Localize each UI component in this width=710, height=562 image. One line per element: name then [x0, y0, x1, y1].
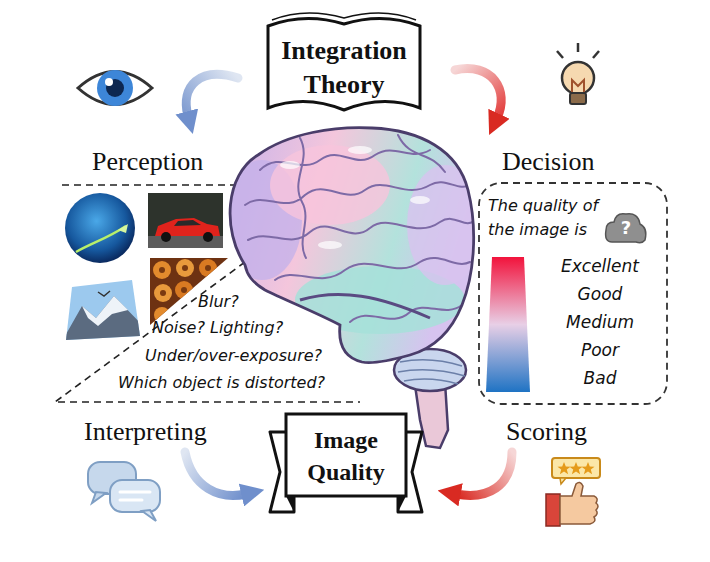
section-label: Interpreting	[84, 416, 207, 447]
scale-label: Medium	[566, 312, 634, 332]
bulb-glass	[562, 62, 594, 94]
art-part	[148, 193, 223, 248]
pastry-center	[160, 290, 166, 296]
chat-tail	[142, 510, 156, 521]
bulb-ray	[593, 51, 599, 58]
chat-tail	[92, 492, 106, 503]
brain-highlight	[348, 146, 372, 154]
pastry-center	[181, 287, 187, 293]
eye-highlight	[105, 78, 113, 86]
art-part	[222, 135, 483, 334]
curved-arrow	[186, 74, 238, 116]
bulb-filament	[572, 80, 584, 92]
pastry	[154, 284, 172, 302]
dashed-divider	[62, 184, 242, 186]
pastry-center	[182, 265, 188, 271]
chat-line	[120, 499, 142, 502]
eye-iris	[97, 70, 133, 106]
pastry	[175, 281, 193, 299]
star	[570, 462, 583, 474]
brain-highlight	[410, 196, 430, 204]
cloud-shape	[606, 214, 646, 243]
brain-highlight	[318, 241, 342, 249]
dashed-divider	[58, 401, 360, 403]
star	[558, 462, 571, 474]
bulb-base	[570, 93, 586, 104]
car-wheel	[161, 232, 171, 242]
curved-arrow	[185, 452, 246, 495]
bulb-ray	[577, 43, 580, 52]
snow	[82, 296, 128, 326]
bulb-ray	[557, 51, 563, 58]
car-image	[148, 193, 223, 248]
car-window	[174, 220, 201, 226]
ocean-image	[65, 193, 135, 263]
thumb-hand	[560, 482, 598, 524]
scale-label: Good	[578, 284, 623, 304]
banner-fold	[286, 496, 294, 512]
book-page	[272, 13, 416, 20]
question-text: Blur?	[198, 292, 239, 311]
section-label: Scoring	[506, 416, 587, 447]
banner-fold	[398, 496, 406, 512]
node-text: Integration Theory	[274, 34, 414, 102]
pastry-center	[159, 267, 165, 273]
question-text: Noise? Lighting?	[152, 318, 283, 337]
rating-box	[552, 458, 600, 478]
pastry-center	[205, 265, 211, 271]
question-text: Under/over-exposure?	[145, 346, 322, 365]
fish	[118, 224, 128, 233]
curved-arrow	[455, 69, 501, 118]
quality-scale-bar	[486, 257, 530, 392]
decision-panel-outline	[478, 182, 668, 405]
chat-bubble	[110, 480, 160, 512]
mountain	[60, 296, 145, 345]
section-label: Decision	[502, 146, 594, 177]
car-wheel	[203, 232, 213, 242]
eye-pupil	[106, 79, 124, 97]
dashed-panel	[479, 183, 667, 404]
node-text: ?	[621, 218, 631, 238]
banner-main	[286, 414, 406, 496]
book-shape	[268, 18, 420, 110]
mountain-image	[60, 275, 145, 345]
thought-cloud: ?	[604, 210, 648, 246]
scale-label: Bad	[584, 368, 617, 388]
pastry	[176, 259, 194, 277]
bird	[98, 291, 110, 296]
pastry	[153, 261, 171, 279]
book-box: Integration Theory	[266, 12, 422, 116]
pastry	[199, 259, 217, 277]
brain-gyri	[245, 135, 475, 322]
section-label: Perception	[92, 146, 203, 177]
cerebellum-folds	[398, 360, 465, 384]
banner-box: Image Quality	[270, 410, 422, 514]
brain-highlight	[280, 161, 300, 169]
question-text: Which object is distorted?	[118, 373, 325, 392]
scale-label: Poor	[581, 340, 619, 360]
art-part	[60, 275, 145, 345]
decision-panel: The quality of the image isExcellentGood…	[478, 182, 668, 405]
scale-label: Excellent	[561, 256, 639, 276]
rating-tail	[560, 478, 566, 484]
curved-arrow	[456, 452, 512, 495]
node-text: Image Quality	[296, 424, 396, 488]
sleeve	[546, 494, 560, 526]
star	[582, 462, 595, 474]
chat-line	[120, 491, 150, 494]
